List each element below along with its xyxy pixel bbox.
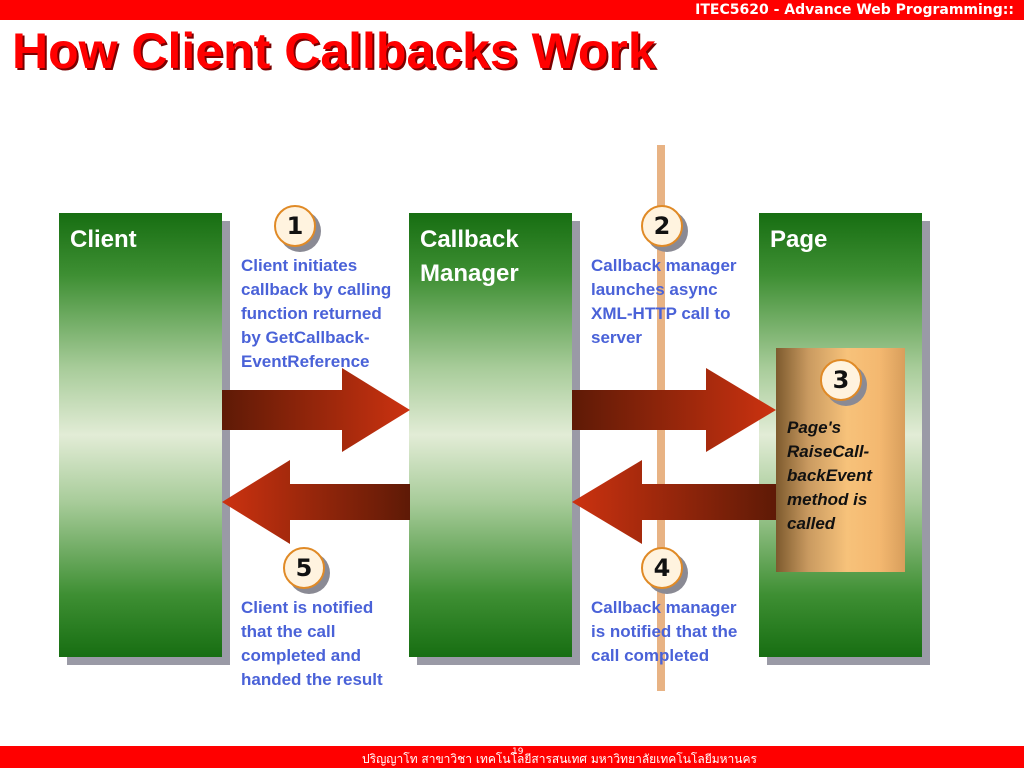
arrow-client-to-manager bbox=[222, 368, 412, 452]
arrow-manager-to-page bbox=[572, 368, 776, 452]
footer-bar: ปริญญาโท สาขาวิชา เทคโนโลยีสารสนเทศ มหาว… bbox=[0, 746, 1024, 768]
client-panel: Client bbox=[59, 213, 222, 657]
footer-text: ปริญญาโท สาขาวิชา เทคโนโลยีสารสนเทศ มหาว… bbox=[362, 752, 757, 766]
page-number: 19 bbox=[512, 747, 524, 757]
callback-manager-panel: Callback Manager bbox=[409, 213, 572, 657]
step-5-text: Client is notified that the call complet… bbox=[241, 598, 383, 689]
step-4-text: Callback manager is notified that the ca… bbox=[591, 598, 738, 665]
callback-manager-panel-label: Callback Manager bbox=[420, 226, 519, 287]
step-3-badge: 3 bbox=[820, 359, 862, 401]
raise-callback-event-box: Page's RaiseCall-backEvent method is cal… bbox=[776, 348, 905, 572]
course-title: ITEC5620 - Advance Web Programming:: bbox=[695, 2, 1014, 18]
step-4-badge: 4 bbox=[641, 547, 683, 589]
client-panel-label: Client bbox=[70, 226, 137, 253]
header-bar: ITEC5620 - Advance Web Programming:: bbox=[0, 0, 1024, 20]
step-5-badge: 5 bbox=[283, 547, 325, 589]
step-2-badge: 2 bbox=[641, 205, 683, 247]
step-1-text: Client initiates callback by calling fun… bbox=[241, 256, 392, 371]
step-1-badge: 1 bbox=[274, 205, 316, 247]
step-3-text: Page's RaiseCall-backEvent method is cal… bbox=[787, 418, 873, 533]
slide-title: How Client Callbacks Work bbox=[12, 23, 656, 79]
page-panel-label: Page bbox=[770, 226, 828, 253]
step-2-text: Callback manager launches async XML-HTTP… bbox=[591, 256, 737, 347]
arrow-manager-to-client bbox=[222, 460, 412, 544]
arrow-page-to-manager bbox=[572, 460, 778, 544]
